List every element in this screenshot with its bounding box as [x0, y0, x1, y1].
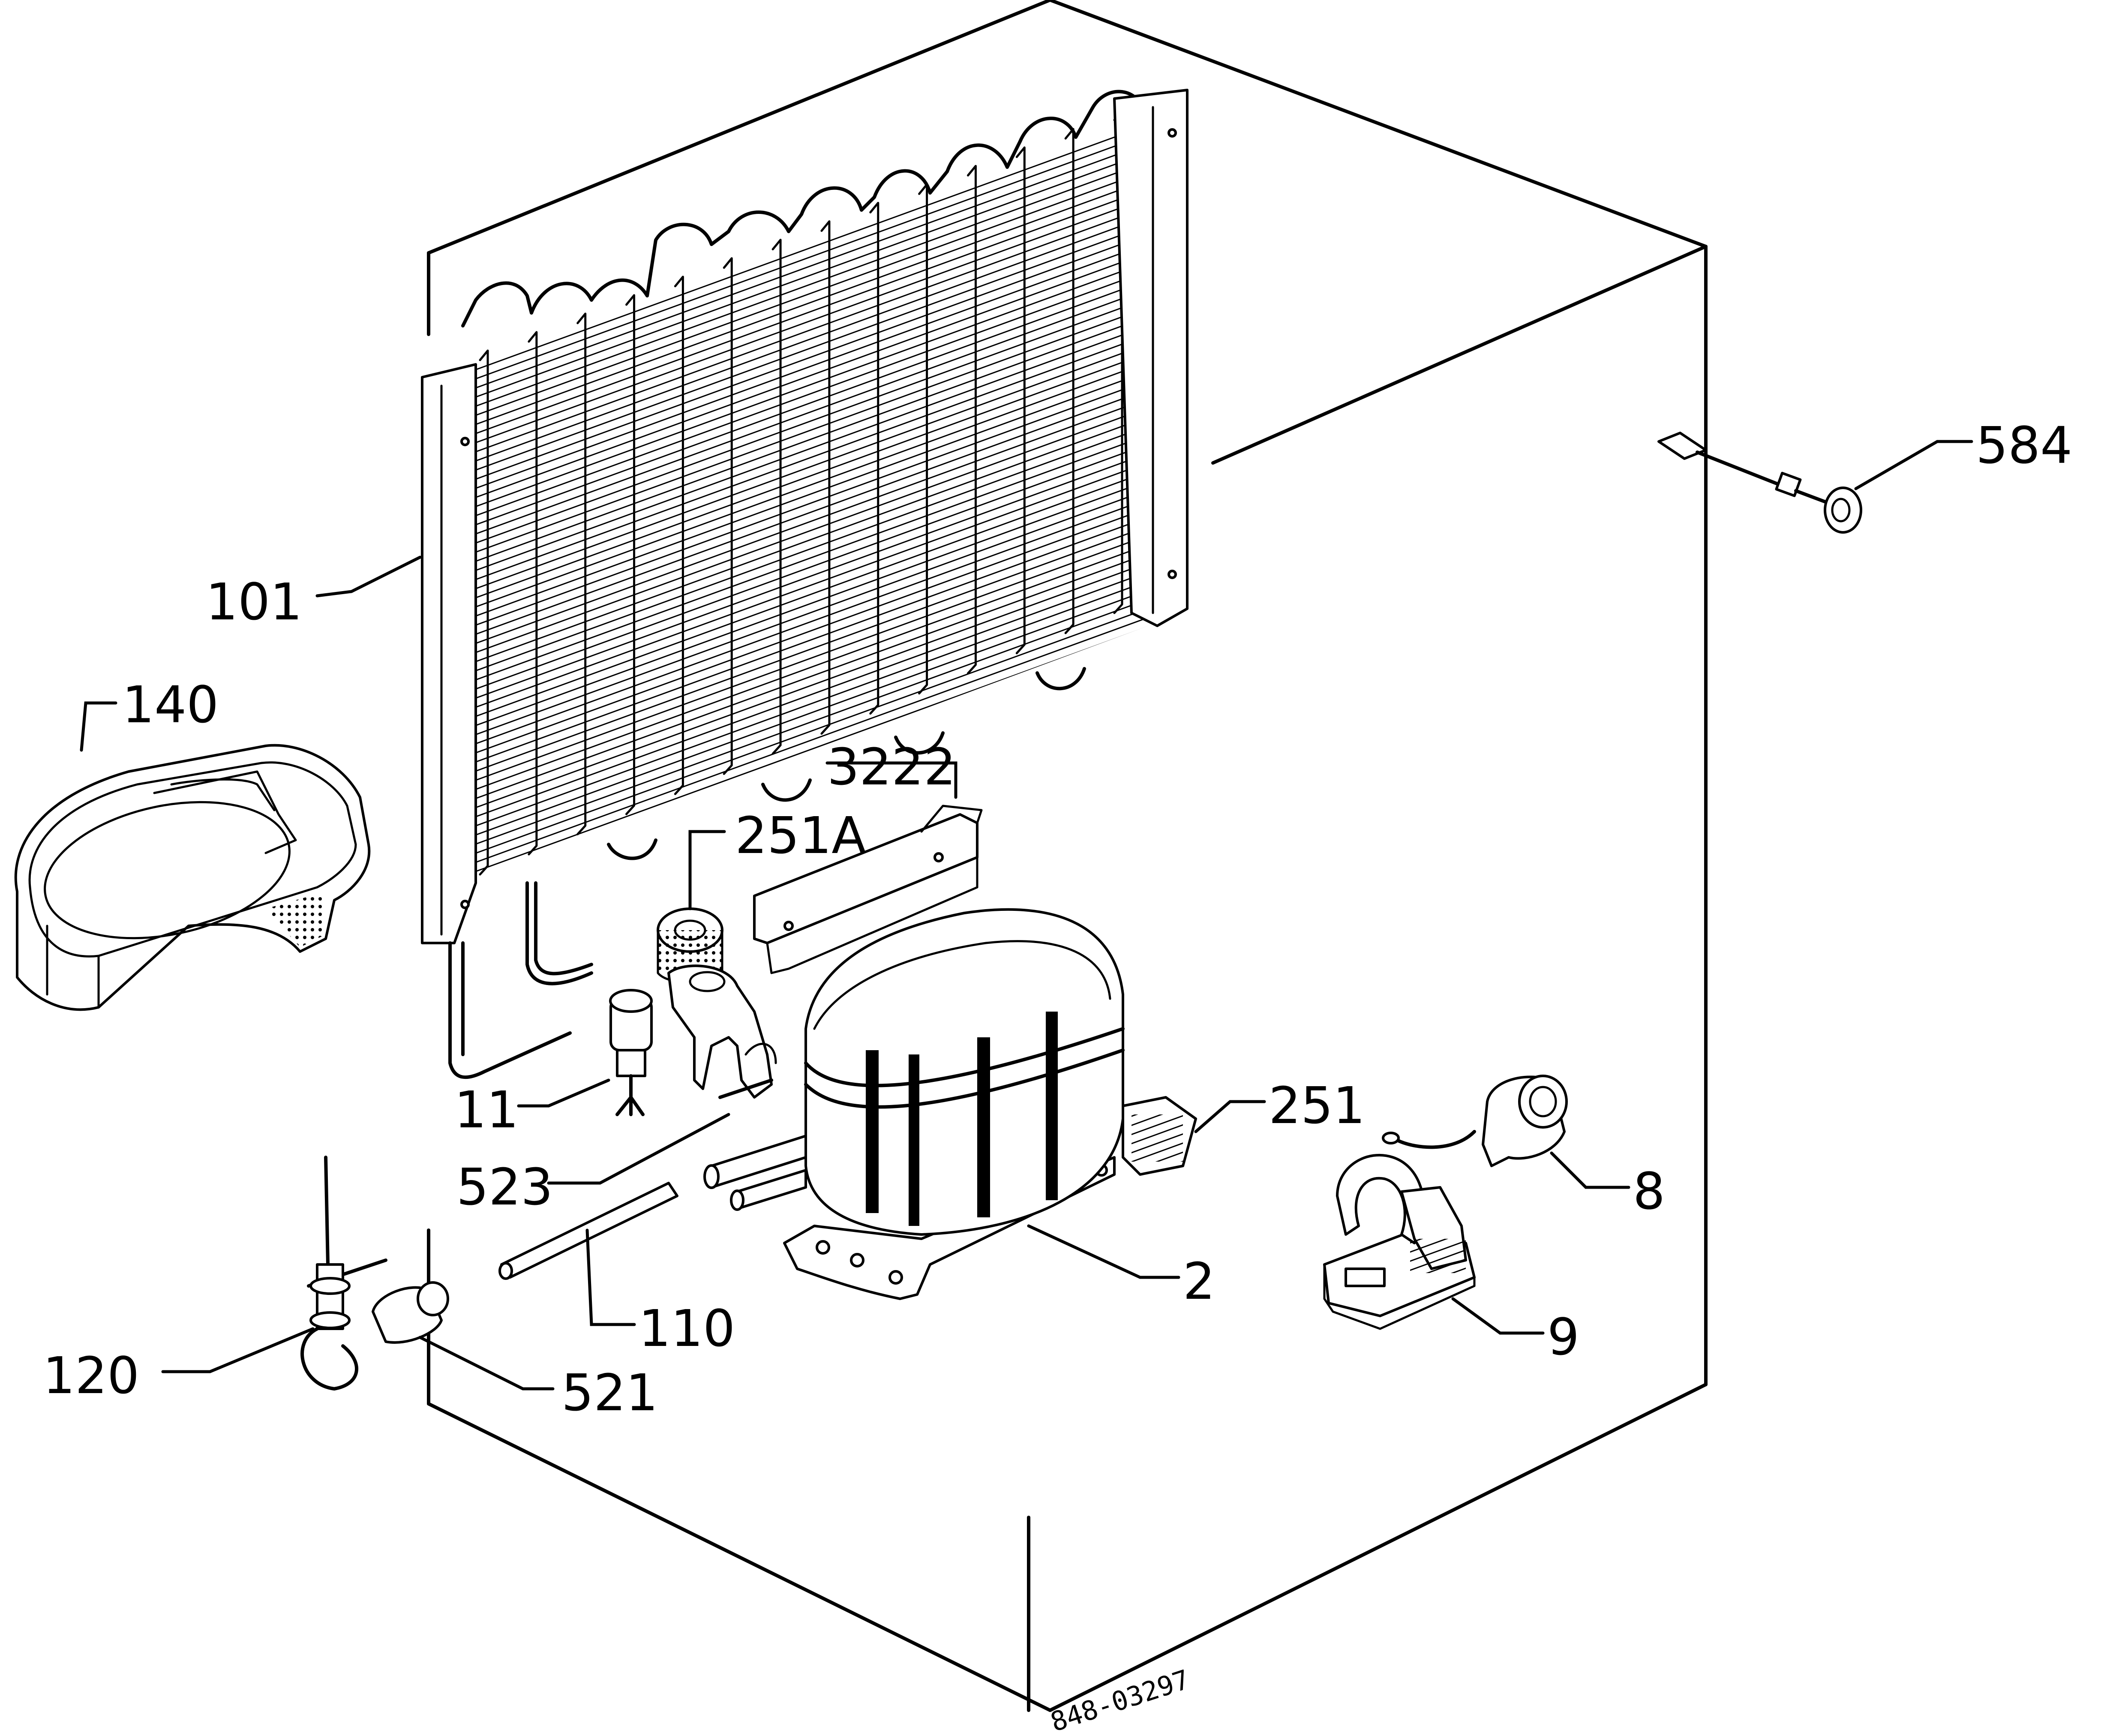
relay-housing	[1323, 1153, 1476, 1330]
part-labels: 101 140 3222 251A 11 523 110 120 521 2 2…	[43, 416, 2072, 1422]
condenser-fin	[528, 331, 538, 856]
condenser-fin	[1015, 146, 1026, 655]
label-584: 584	[1976, 416, 2072, 475]
leader-lines	[80, 440, 1973, 1391]
clamp-bracket	[667, 964, 777, 1099]
label-120: 120	[43, 1346, 139, 1405]
compressor	[703, 908, 1125, 1300]
condenser-fin	[771, 239, 782, 755]
condenser-fin	[625, 294, 636, 815]
condenser-fin	[820, 220, 831, 735]
label-251: 251	[1269, 1076, 1365, 1135]
condenser-fin	[1064, 128, 1075, 634]
terminal-connector	[1122, 1096, 1197, 1176]
label-523: 523	[456, 1157, 553, 1216]
temperature-sensor	[1657, 432, 1862, 534]
label-8: 8	[1633, 1162, 1665, 1221]
overload-protector	[1382, 1075, 1568, 1167]
starter-relay	[609, 989, 653, 1116]
condenser-fin	[918, 183, 928, 695]
mounting-bracket	[753, 805, 983, 974]
label-251A: 251A	[735, 806, 866, 865]
condenser-fin	[869, 201, 879, 715]
label-140: 140	[122, 675, 219, 734]
label-110: 110	[639, 1299, 735, 1358]
cabinet-outline	[427, 0, 1708, 1712]
label-521: 521	[561, 1363, 658, 1422]
condenser-fin	[479, 349, 489, 876]
label-9: 9	[1547, 1307, 1579, 1367]
process-tube	[498, 1182, 678, 1280]
label-2: 2	[1183, 1252, 1215, 1311]
control-knob	[372, 1281, 449, 1344]
condenser-fin	[674, 276, 684, 795]
condenser-fin	[723, 257, 733, 775]
label-3222: 3222	[827, 737, 956, 796]
label-11: 11	[454, 1080, 519, 1139]
condenser-coil	[420, 89, 1200, 1079]
drip-tray	[14, 744, 371, 1011]
condenser-fin	[576, 312, 587, 835]
label-101: 101	[206, 572, 302, 631]
thermostat	[300, 1156, 387, 1391]
condenser-fin	[966, 165, 977, 675]
